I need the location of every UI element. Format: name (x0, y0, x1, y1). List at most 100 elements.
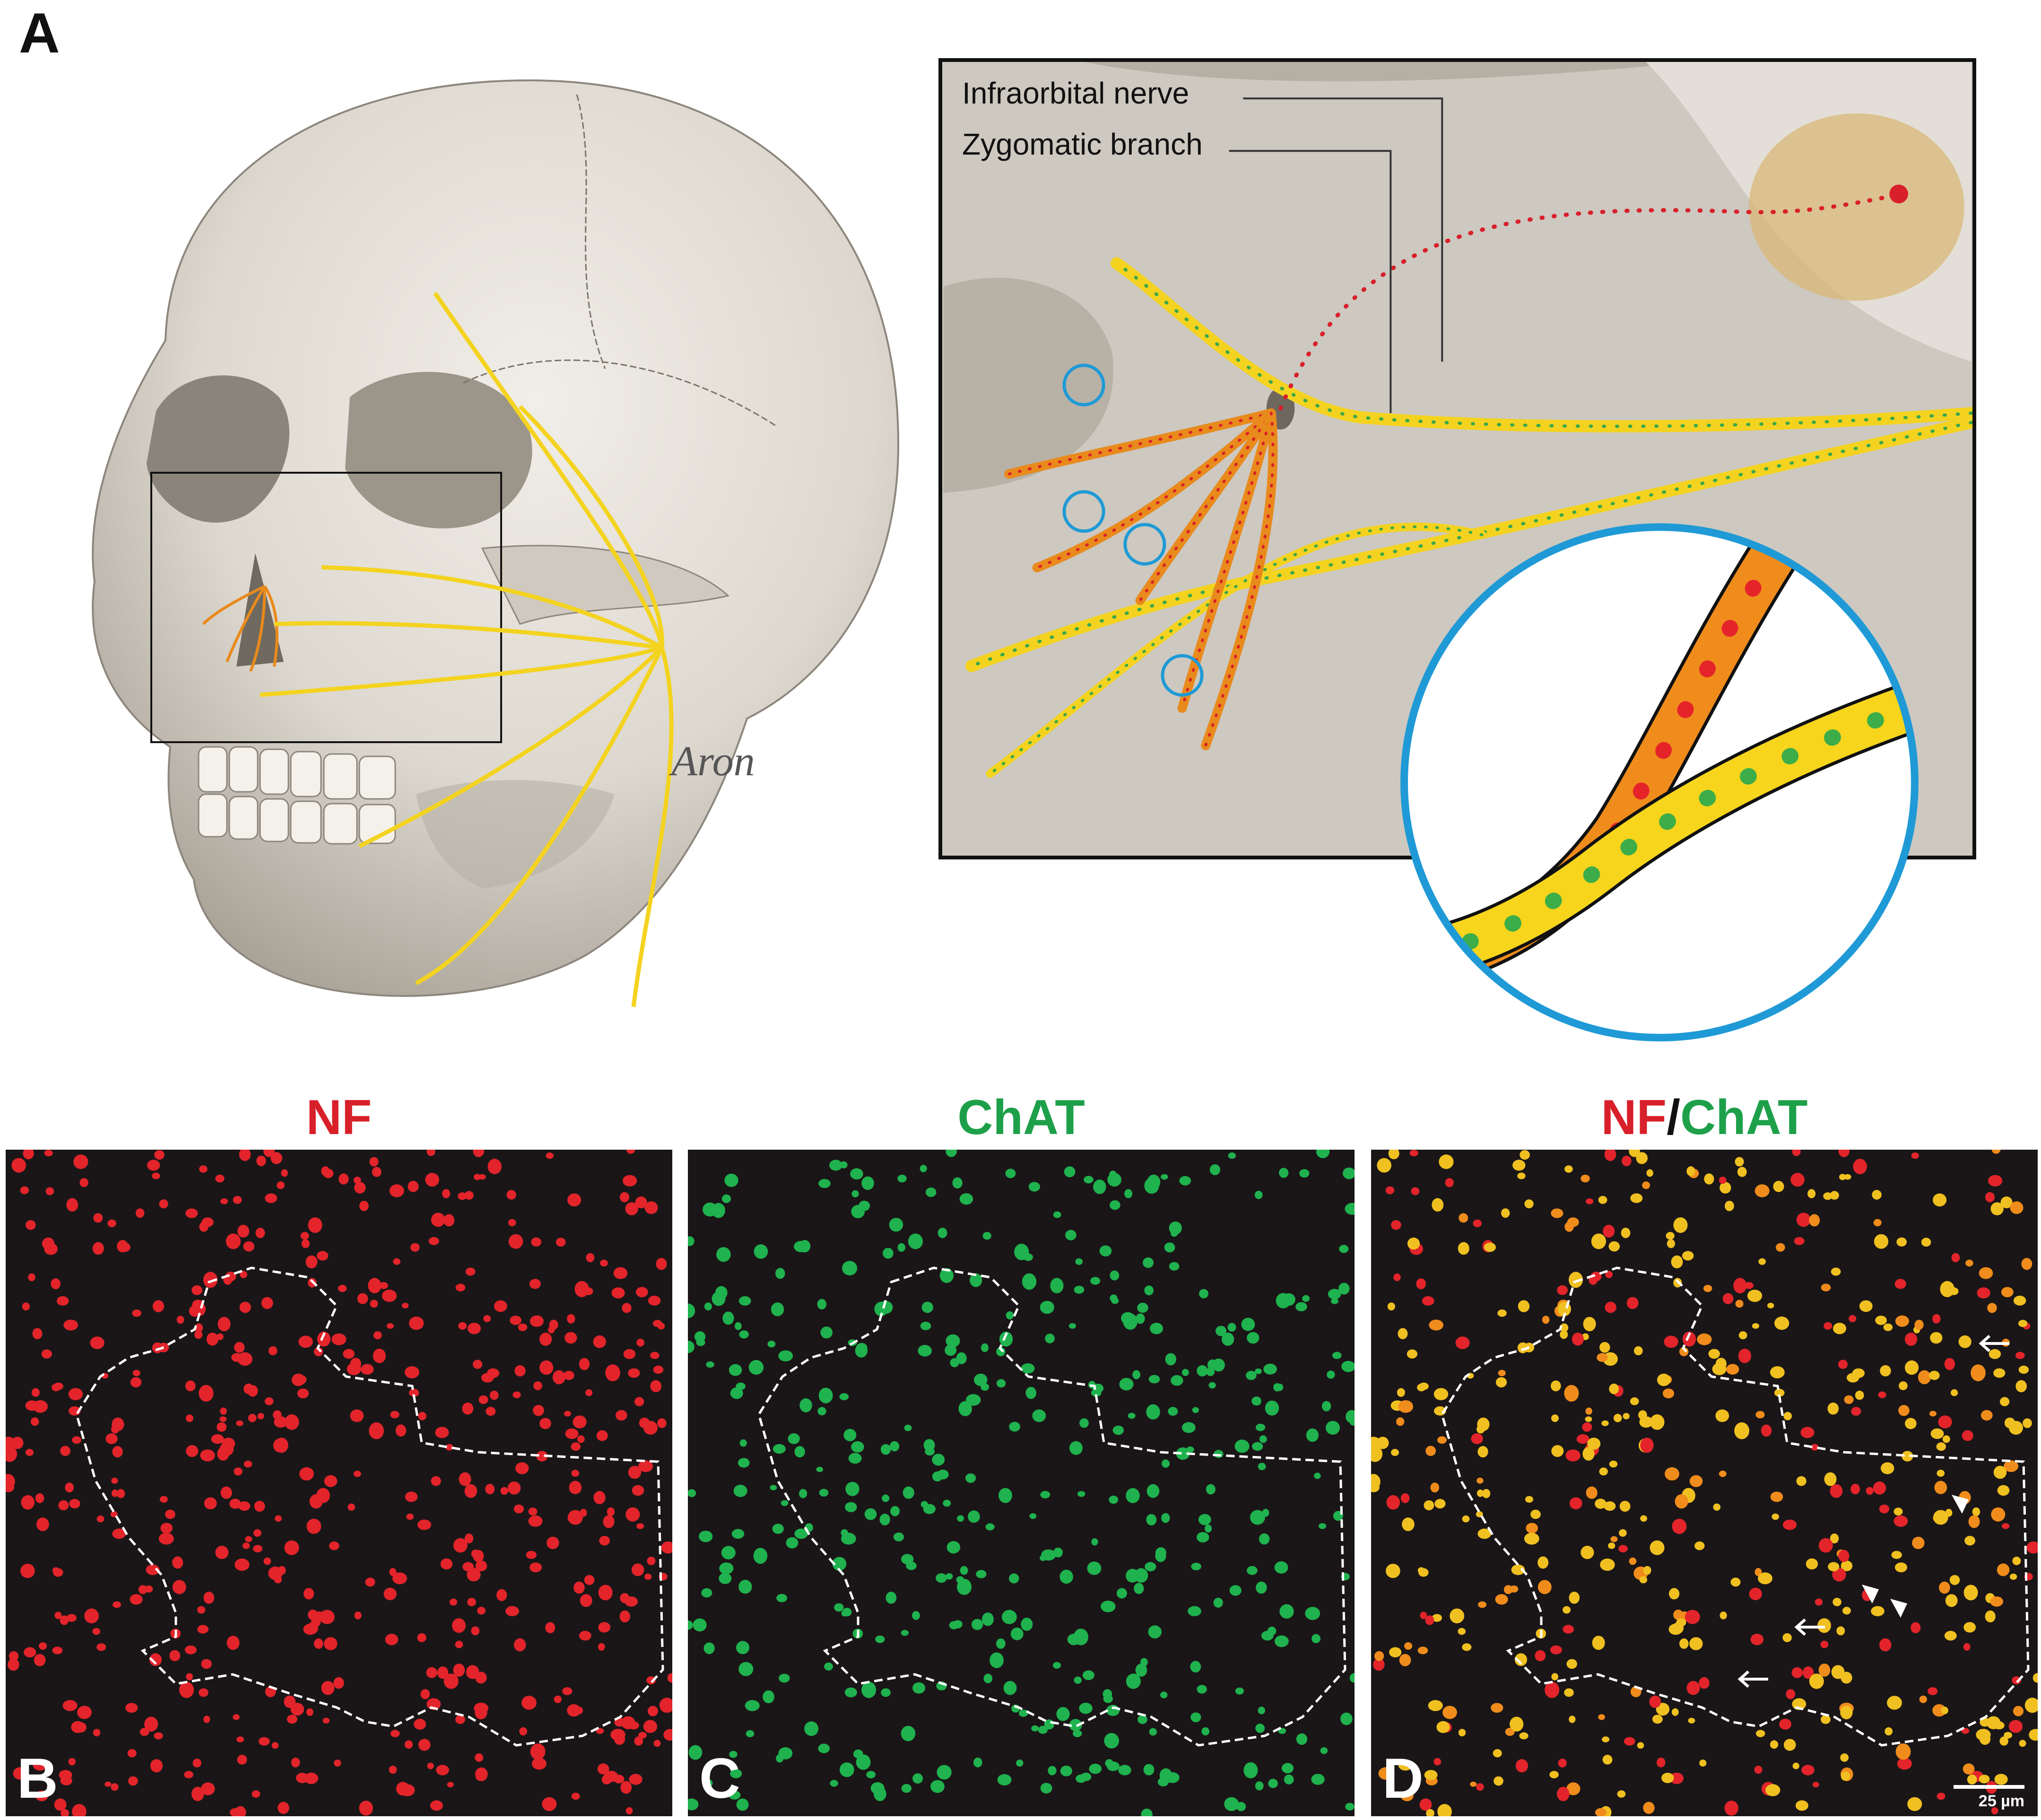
cell-dot (234, 1467, 243, 1476)
cell-dot (54, 1798, 67, 1811)
cell-dot (1515, 1759, 1529, 1773)
cell-dot (1424, 1500, 1434, 1510)
cell-dot (1052, 1662, 1061, 1669)
cell-dot (1650, 1540, 1665, 1555)
cell-dot (960, 1566, 968, 1575)
cell-dot (1198, 1514, 1211, 1525)
cell-dot (817, 1299, 826, 1309)
cell-dot (130, 1377, 142, 1387)
cell-dot (284, 1695, 296, 1708)
cell-dot (567, 1314, 575, 1324)
cell-dot (77, 1706, 92, 1719)
cell-dot (1942, 1435, 1950, 1443)
cell-dot (820, 1326, 833, 1339)
cell-dot (347, 1503, 356, 1511)
cell-dot (44, 1150, 53, 1157)
cell-dot (889, 1441, 900, 1452)
cell-dot (1295, 1302, 1307, 1311)
cell-dot (1276, 1293, 1291, 1309)
cell-dot (1104, 1733, 1119, 1749)
cell-dot (739, 1330, 749, 1339)
cell-dot (663, 1729, 672, 1741)
cell-dot (1902, 1451, 1913, 1462)
cell-dot (1404, 1642, 1413, 1650)
cell-dot (1699, 1677, 1710, 1689)
cell-dot (1979, 1775, 1990, 1784)
cell-dot (1929, 1370, 1940, 1380)
cell-dot (921, 1501, 928, 1508)
cell-dot (1328, 1289, 1341, 1300)
cell-dot (1649, 1695, 1661, 1708)
cell-dot (238, 1501, 251, 1511)
cell-dot (554, 1695, 562, 1703)
cell-dot (1796, 1476, 1807, 1486)
cell-dot (1569, 1497, 1582, 1509)
cell-dot (1126, 1569, 1139, 1583)
cell-dot (1833, 1323, 1846, 1335)
cell-dot (154, 1150, 165, 1160)
cell-dot (724, 1173, 738, 1187)
cell-dot (459, 1472, 471, 1486)
cell-dot (307, 1622, 319, 1634)
cell-dot (1409, 1150, 1418, 1157)
cell-dot (373, 1348, 386, 1363)
cell-dot (402, 1302, 409, 1309)
cell-dot (1962, 1430, 1973, 1441)
cell-dot (1587, 1438, 1601, 1450)
cell-dot (496, 1589, 507, 1601)
cell-dot (1985, 1192, 1995, 1203)
cell-dot (1790, 1173, 1805, 1187)
cell-dot (1476, 1489, 1484, 1497)
cell-dot (478, 1174, 486, 1180)
cell-dot (622, 1303, 632, 1313)
cell-dot (147, 1160, 160, 1171)
cell-dot (471, 1626, 480, 1636)
cell-dot (1911, 1152, 1919, 1159)
cell-dot (389, 1568, 397, 1576)
cell-dot (514, 1365, 526, 1377)
cell-dot (2019, 1740, 2026, 1747)
cell-dot (1761, 1424, 1772, 1437)
cell-dot (539, 1333, 552, 1346)
cell-dot (1246, 1370, 1257, 1380)
cell-dot (659, 1698, 672, 1713)
cell-dot (1417, 1647, 1428, 1655)
cell-dot (650, 1380, 661, 1393)
cell-dot (52, 1383, 61, 1392)
cell-dot (1642, 1181, 1650, 1189)
cell-dot (72, 1436, 81, 1444)
cell-dot (52, 1647, 63, 1655)
cell-dot (410, 1243, 420, 1252)
cell-dot (1135, 1664, 1147, 1677)
cell-dot (1605, 1301, 1616, 1313)
cell-dot (1626, 1297, 1639, 1309)
cell-dot (104, 1781, 112, 1787)
cell-dot (426, 1150, 435, 1156)
cell-dot (1144, 1178, 1159, 1194)
cell-dot (1181, 1422, 1196, 1433)
cell-dot (688, 1303, 695, 1318)
cell-dot (417, 1519, 432, 1530)
cell-dot (278, 1566, 286, 1575)
cell-dot (1671, 1255, 1683, 1269)
cell-dot (1832, 1568, 1846, 1582)
cell-dot (567, 1193, 582, 1207)
artist-signature: Aron (669, 738, 755, 785)
cell-dot (1564, 1165, 1573, 1173)
cell-dot (192, 1759, 201, 1768)
cell-dot (848, 1453, 862, 1464)
cell-dot (953, 1620, 963, 1629)
cell-dot (1445, 1178, 1454, 1187)
cell-dot (1585, 1407, 1592, 1415)
cell-dot (539, 1360, 554, 1375)
cell-dot (1679, 1638, 1689, 1649)
cell-dot (736, 1641, 749, 1655)
cell-dot (1583, 1317, 1596, 1332)
cell-dot (536, 1451, 548, 1462)
cell-dot (172, 1556, 183, 1569)
cell-dot (600, 1259, 608, 1267)
cell-dot (359, 1201, 369, 1211)
cell-dot (1776, 1243, 1785, 1252)
cell-dot (194, 1323, 203, 1332)
cell-dot (1601, 1420, 1609, 1426)
